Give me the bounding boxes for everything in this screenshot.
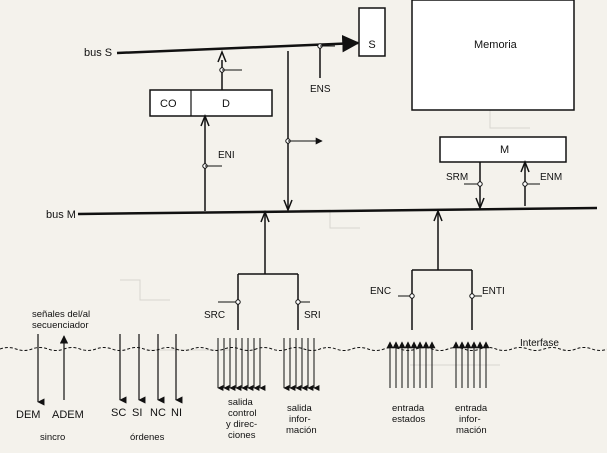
- eni-label: ENI: [218, 150, 235, 161]
- ordenes-label: órdenes: [130, 432, 165, 443]
- d-label: D: [222, 98, 230, 110]
- co-label: CO: [160, 98, 177, 110]
- interfase-label: Interfase: [520, 338, 559, 349]
- salida-info-2: infor-: [289, 414, 311, 425]
- salida-control-4: ciones: [228, 430, 256, 441]
- sequencer-title-1: señales del/al: [32, 309, 90, 320]
- entrada-estados-2: estados: [392, 414, 426, 425]
- salida-control-label: salida control y direc- ciones: [226, 397, 257, 441]
- m-label: M: [500, 144, 509, 156]
- enti-label: ENTI: [482, 286, 505, 297]
- entrada-info-3: mación: [456, 425, 487, 436]
- salida-control-3: y direc-: [226, 419, 257, 430]
- entrada-info-2: infor-: [459, 414, 481, 425]
- sri-label: SRI: [304, 310, 321, 321]
- salida-info-3: mación: [286, 425, 317, 436]
- sequencer-title-2: secuenciador: [32, 320, 89, 331]
- entrada-info-arrows: [452, 341, 490, 388]
- salida-control-2: control: [228, 408, 257, 419]
- memoria-block: Memoria: [411, 0, 575, 111]
- salida-control-arrows: [217, 338, 266, 391]
- d-to-bus-s: [217, 49, 242, 90]
- ordenes-si: SI: [132, 407, 142, 419]
- enc-label: ENC: [370, 286, 391, 297]
- m-register: M: [439, 136, 567, 163]
- entrada-estados-label: entrada estados: [392, 403, 426, 425]
- ens-gate: ENS: [310, 43, 335, 95]
- bus-m-label: bus M: [46, 209, 76, 221]
- bus-s-label: bus S: [84, 47, 112, 59]
- ordenes-signals: SC SI NC NI órdenes: [111, 334, 183, 443]
- ordenes-ni: NI: [171, 407, 182, 419]
- dem-label: DEM: [16, 409, 40, 421]
- enm-gate: ENM: [520, 159, 562, 206]
- interfase-boundary: Interfase: [0, 338, 607, 351]
- eni-gate: ENI: [200, 113, 235, 211]
- bus-s-to-bus-m: [283, 51, 323, 213]
- s-register-label: S: [368, 39, 375, 51]
- adem-label: ADEM: [52, 409, 84, 421]
- memoria-label: Memoria: [474, 39, 518, 51]
- input-branch: ENC ENTI: [370, 208, 505, 330]
- bus-m: bus M: [46, 206, 598, 221]
- srm-label: SRM: [446, 172, 468, 183]
- s-register: S: [358, 7, 386, 57]
- srm-gate: SRM: [446, 162, 485, 211]
- entrada-estados-arrows: [386, 341, 436, 388]
- output-branch: SRC SRI: [204, 209, 321, 330]
- ens-label: ENS: [310, 84, 331, 95]
- salida-info-arrows: [283, 338, 320, 391]
- src-label: SRC: [204, 310, 225, 321]
- ordenes-sc: SC: [111, 407, 126, 419]
- ordenes-nc: NC: [150, 407, 166, 419]
- enm-label: ENM: [540, 172, 562, 183]
- sincro-label: sincro: [40, 432, 65, 443]
- bus-s: bus S: [84, 34, 360, 59]
- entrada-info-label: entrada infor- mación: [455, 403, 488, 436]
- salida-control-1: salida: [228, 397, 254, 408]
- entrada-estados-1: entrada: [392, 403, 425, 414]
- salida-info-1: salida: [287, 403, 313, 414]
- co-d-register: CO D: [149, 89, 273, 117]
- entrada-info-1: entrada: [455, 403, 488, 414]
- sequencer-signals: señales del/al secuenciador DEM ADEM sin…: [16, 309, 90, 443]
- salida-info-label: salida infor- mación: [286, 403, 317, 436]
